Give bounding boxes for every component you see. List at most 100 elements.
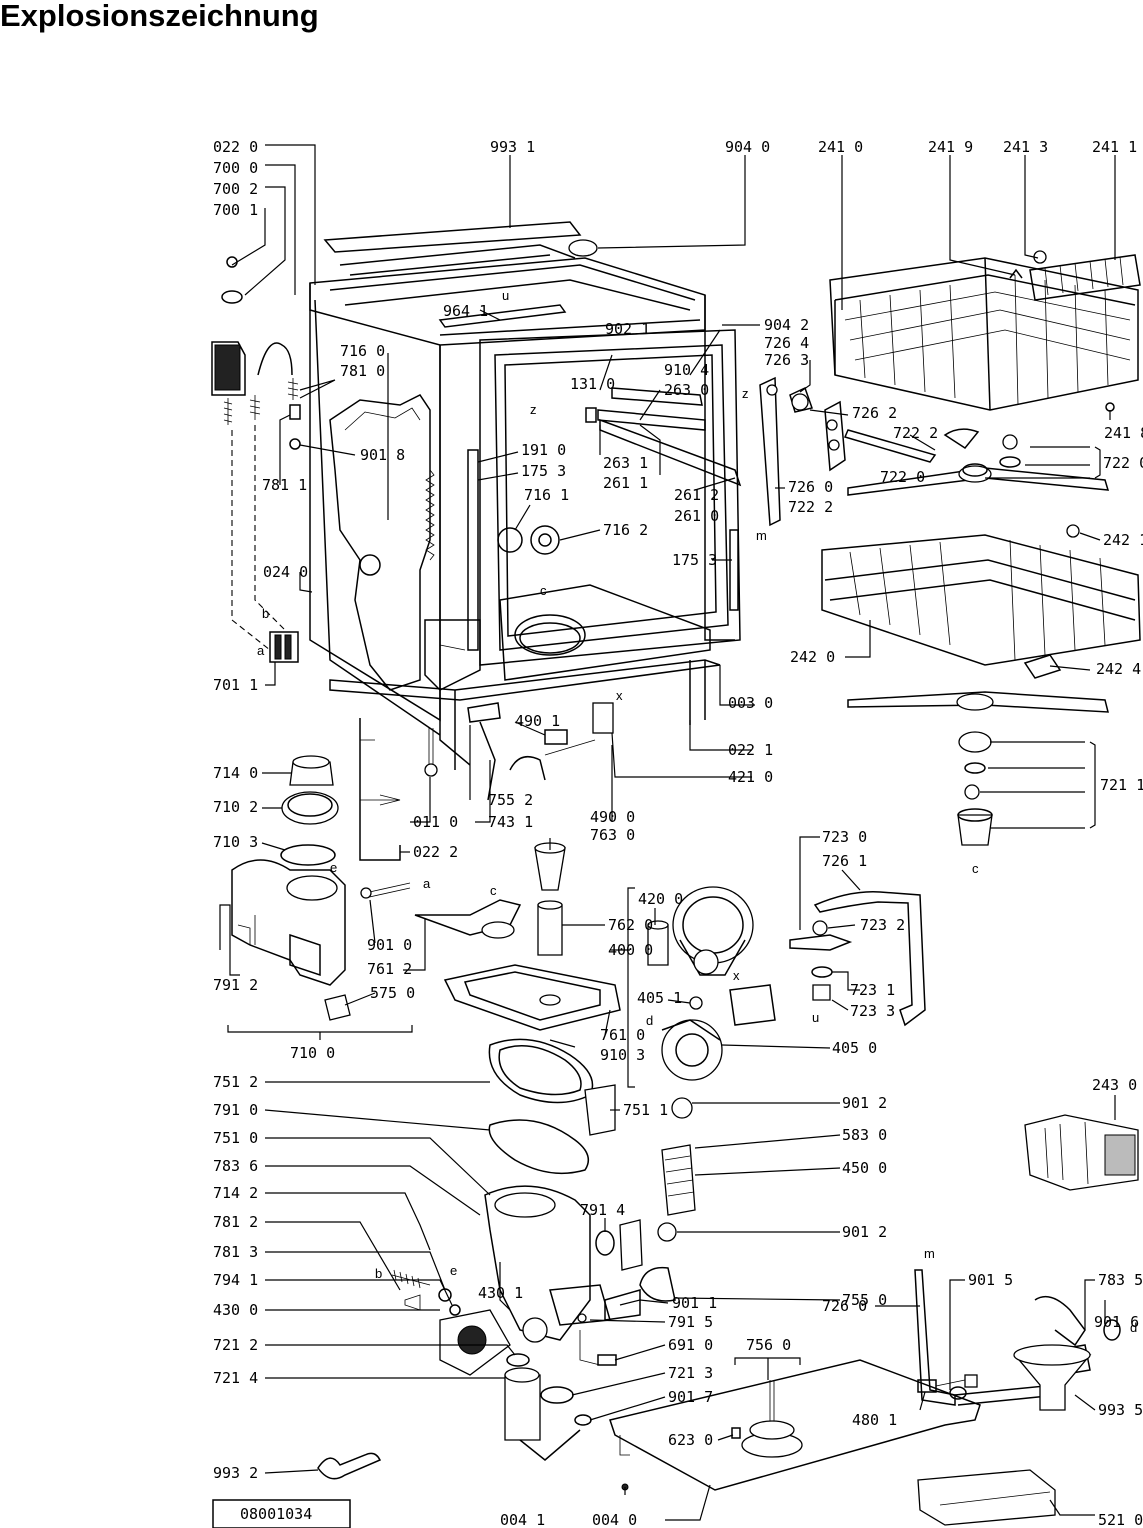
- label-751-1: 751 1: [623, 1101, 668, 1119]
- label-756-0: 756 0: [746, 1336, 791, 1354]
- label-261-1: 261 1: [603, 474, 648, 492]
- label-131-0: 131 0: [570, 375, 615, 393]
- label-022-2: 022 2: [413, 843, 458, 861]
- label-993-5: 993 5: [1098, 1401, 1143, 1419]
- label-003-0: 003 0: [728, 694, 773, 712]
- label-430-0: 430 0: [213, 1301, 258, 1319]
- label-721-2: 721 2: [213, 1336, 258, 1354]
- label-421-0: 421 0: [728, 768, 773, 786]
- tag-z-right: z: [742, 386, 749, 401]
- label-791-5: 791 5: [668, 1313, 713, 1331]
- label-691-0: 691 0: [668, 1336, 713, 1354]
- label-710-2: 710 2: [213, 798, 258, 816]
- label-714-2: 714 2: [213, 1184, 258, 1202]
- label-722-0-right: 722 0: [1103, 454, 1143, 472]
- label-430-1: 430 1: [478, 1284, 523, 1302]
- label-743-1: 743 1: [488, 813, 533, 831]
- label-726-1: 726 1: [822, 852, 867, 870]
- label-241-0: 241 0: [818, 138, 863, 156]
- tag-z-top: z: [530, 402, 537, 417]
- label-710-0: 710 0: [290, 1044, 335, 1062]
- upper-basket: [759, 250, 1141, 527]
- tag-c-tub: c: [540, 583, 547, 598]
- tag-x-base: x: [616, 688, 623, 703]
- softener-unit: [231, 718, 621, 1031]
- label-901-6: 901 6: [1094, 1313, 1139, 1331]
- label-405-1: 405 1: [637, 989, 682, 1007]
- label-993-2: 993 2: [213, 1464, 258, 1482]
- label-700-1: 700 1: [213, 201, 258, 219]
- label-761-2: 761 2: [367, 960, 412, 978]
- doc-number: 08001034: [240, 1505, 312, 1523]
- connection-tags: u z z m c x b a e a c x c d u b e m d: [257, 288, 1137, 1335]
- label-901-5: 901 5: [968, 1271, 1013, 1289]
- label-993-1: 993 1: [490, 138, 535, 156]
- label-175-3-b: 175 3: [672, 551, 717, 569]
- label-400-0: 400 0: [608, 941, 653, 959]
- label-490-0: 490 0: [590, 808, 635, 826]
- leader-lines: [219, 144, 1116, 1521]
- left-small-parts: [211, 256, 301, 663]
- label-450-0: 450 0: [842, 1159, 887, 1177]
- label-794-1: 794 1: [213, 1271, 258, 1289]
- label-700-0: 700 0: [213, 159, 258, 177]
- tag-m-lower: m: [924, 1246, 935, 1261]
- label-263-0: 263 0: [664, 381, 709, 399]
- tag-c-arm: c: [972, 861, 979, 876]
- label-175-3-a: 175 3: [521, 462, 566, 480]
- label-721-1: 721 1: [1100, 776, 1143, 794]
- label-755-0: 755 0: [842, 1291, 887, 1309]
- tag-a-left: a: [257, 643, 265, 658]
- tag-x-motor: x: [733, 968, 740, 983]
- label-751-0: 751 0: [213, 1129, 258, 1147]
- label-761-0: 761 0: [600, 1026, 645, 1044]
- label-726-3: 726 3: [764, 351, 809, 369]
- label-791-4: 791 4: [580, 1201, 625, 1219]
- label-721-3: 721 3: [668, 1364, 713, 1382]
- label-781-2: 781 2: [213, 1213, 258, 1231]
- label-242-0: 242 0: [790, 648, 835, 666]
- label-004-0: 004 0: [592, 1511, 637, 1528]
- label-721-4: 721 4: [213, 1369, 258, 1387]
- label-241-8: 241 8: [1104, 424, 1143, 442]
- tag-d-lower: d: [1130, 1320, 1137, 1335]
- label-263-1: 263 1: [603, 454, 648, 472]
- label-726-4: 726 4: [764, 334, 809, 352]
- label-901-7: 901 7: [668, 1388, 713, 1406]
- label-261-0: 261 0: [674, 507, 719, 525]
- label-701-1: 701 1: [213, 676, 258, 694]
- label-904-2: 904 2: [764, 316, 809, 334]
- label-261-2: 261 2: [674, 486, 719, 504]
- label-241-3: 241 3: [1003, 138, 1048, 156]
- label-901-1: 901 1: [672, 1294, 717, 1312]
- label-583-0: 583 0: [842, 1126, 887, 1144]
- part-labels: 022 0 700 0 700 2 700 1 993 1 904 0 241 …: [213, 138, 1143, 1528]
- tag-d-pump: d: [646, 1013, 653, 1028]
- label-751-2: 751 2: [213, 1073, 258, 1091]
- label-723-3: 723 3: [850, 1002, 895, 1020]
- label-783-5: 783 5: [1098, 1271, 1143, 1289]
- label-902-1: 902 1: [605, 320, 650, 338]
- label-420-0: 420 0: [638, 890, 683, 908]
- tag-e-lower: e: [450, 1263, 457, 1278]
- label-011-0: 011 0: [413, 813, 458, 831]
- label-191-0: 191 0: [521, 441, 566, 459]
- page-title: Explosionszeichnung: [0, 0, 319, 33]
- label-521-0: 521 0: [1098, 1511, 1143, 1528]
- label-791-2: 791 2: [213, 976, 258, 994]
- label-241-9: 241 9: [928, 138, 973, 156]
- right-lower-parts: [212, 891, 1139, 1528]
- tag-u: u: [502, 288, 509, 303]
- label-700-2: 700 2: [213, 180, 258, 198]
- label-723-0: 723 0: [822, 828, 867, 846]
- label-024-0: 024 0: [263, 563, 308, 581]
- label-714-0: 714 0: [213, 764, 258, 782]
- label-490-1: 490 1: [515, 712, 560, 730]
- label-022-1: 022 1: [728, 741, 773, 759]
- label-243-0: 243 0: [1092, 1076, 1137, 1094]
- label-405-0: 405 0: [832, 1039, 877, 1057]
- tag-c-bracket: c: [490, 883, 497, 898]
- label-791-0: 791 0: [213, 1101, 258, 1119]
- label-726-0-right: 726 0: [788, 478, 833, 496]
